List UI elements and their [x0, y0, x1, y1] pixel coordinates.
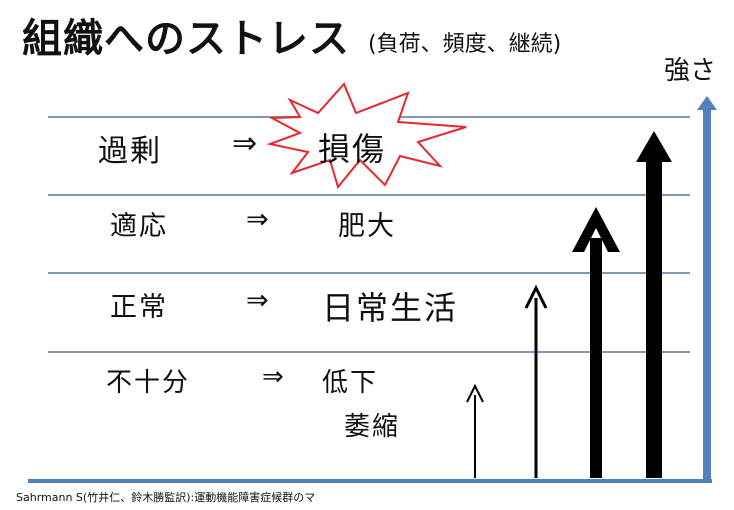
level-excess-arrow: ⇒: [232, 126, 260, 161]
level-adapt-arrow: ⇒: [246, 204, 271, 235]
level-insufficient-stimulus: 不十分: [106, 368, 191, 398]
damage-burst: [266, 82, 467, 190]
level-normal-stimulus: 正常: [110, 292, 168, 323]
source-caption: Sahrmann S(竹井仁、鈴木勝監訳):運動機能障害症候群のマ: [16, 491, 316, 504]
strength-axis-shaft: [703, 110, 711, 483]
level-insufficient-result: 低下: [322, 368, 379, 398]
arrow-3: [572, 207, 620, 478]
level-adapt-stimulus: 適応: [110, 211, 168, 242]
level-insufficient-result-2: 萎縮: [344, 412, 401, 442]
level-adapt-result: 肥大: [338, 211, 396, 242]
arrow-4: [636, 131, 672, 478]
level-excess-stimulus: 過剰: [98, 134, 162, 169]
level-insufficient-arrow: ⇒: [262, 362, 286, 392]
arrow-1: [466, 383, 484, 478]
level-normal-arrow: ⇒: [246, 285, 271, 316]
page-title: 組織へのストレス: [22, 16, 350, 62]
page-subtitle: (負荷、頻度、継続): [368, 32, 562, 57]
arrow-2: [524, 284, 548, 478]
level-normal-result: 日常生活: [322, 289, 459, 327]
strength-axis-arrowhead: [697, 96, 717, 110]
level-excess-result: 損傷: [318, 130, 387, 168]
strength-axis-label: 強さ: [664, 56, 717, 86]
